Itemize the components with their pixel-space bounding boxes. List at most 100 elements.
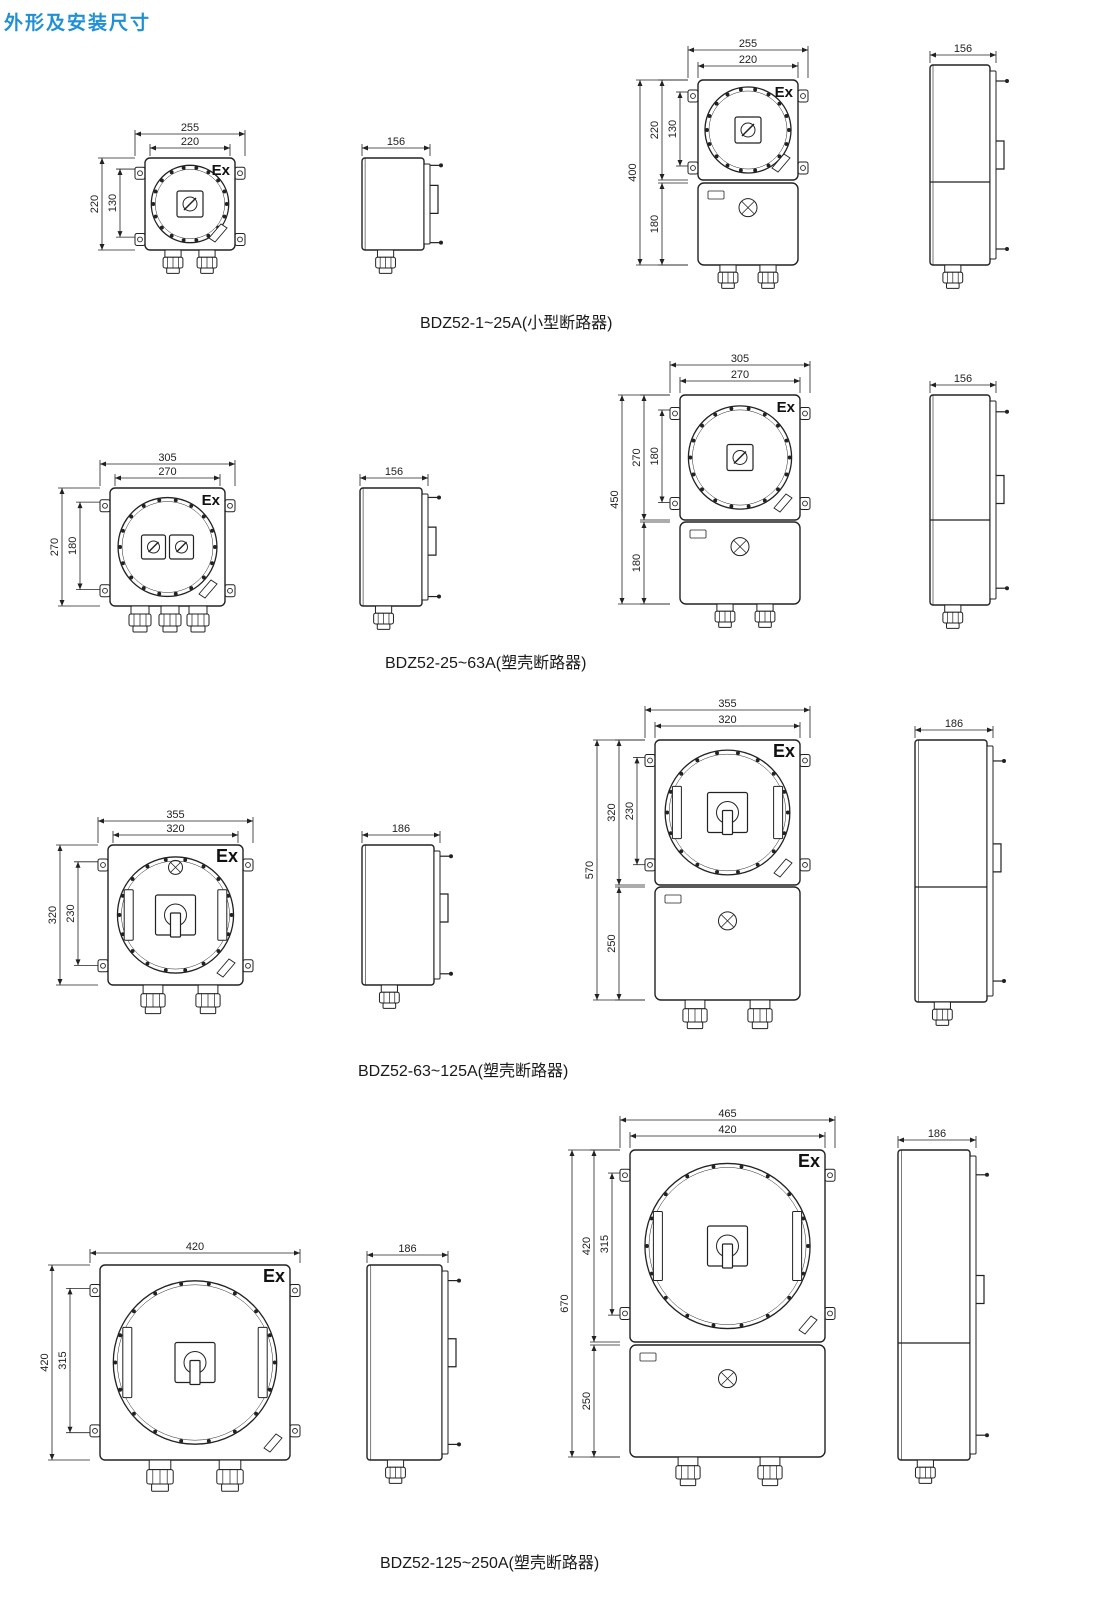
svg-text:355: 355 [166,809,184,821]
depth-dimension: 186 [361,823,441,843]
enclosure-side: 156 [361,136,443,274]
overall-height-dimension: 420 [39,1264,90,1461]
model-caption: BDZ52-25~63A(塑壳断路器) [385,654,586,672]
svg-text:186: 186 [928,1128,946,1140]
mounting-lug [242,858,254,872]
rotary-handle [168,534,195,560]
side-handle [993,843,1002,873]
upper-height-dimension: 320 [606,739,645,886]
upper-height-dimension: 270 [631,394,670,521]
hole-width-dimension: 270 [114,466,221,486]
svg-text:400: 400 [627,163,639,181]
cable-gland [942,264,964,289]
hole-height-dimension: 180 [67,501,100,590]
rotary-handle [734,116,762,144]
svg-text:186: 186 [398,1243,416,1255]
enclosure-front: Ex [99,487,236,633]
hole-width-dimension: 220 [697,54,799,78]
cable-gland [682,999,708,1030]
svg-text:156: 156 [387,136,405,148]
overall-width-dimension: 255 [687,38,809,78]
hole-height-dimension: 130 [667,91,688,167]
lower-height-dimension: 250 [581,1344,620,1458]
mounting-lug [289,1424,301,1438]
nameplate [771,153,791,173]
cable-gland [195,984,221,1015]
mounting-lug [797,89,809,103]
svg-text:130: 130 [667,120,679,138]
cable-gland [931,1001,953,1026]
svg-text:230: 230 [624,802,636,820]
svg-text:305: 305 [158,452,176,464]
svg-text:156: 156 [954,373,972,385]
side-handle [430,184,439,214]
cable-gland [378,984,400,1009]
svg-text:570: 570 [584,861,596,879]
mounting-lug [97,858,109,872]
nameplate [773,858,793,878]
svg-text:315: 315 [599,1235,611,1253]
svg-text:220: 220 [89,195,101,213]
cable-gland [717,264,739,289]
enclosure-side: 156 [359,466,441,630]
overall-width-dimension: 305 [669,353,811,393]
svg-text:270: 270 [49,538,61,556]
mounting-lug [824,1168,836,1182]
svg-text:Ex: Ex [777,399,796,416]
svg-text:420: 420 [718,1124,736,1136]
lower-box [697,182,799,289]
mounting-lug [797,161,809,175]
cable-gland [757,264,779,289]
svg-text:670: 670 [559,1294,571,1312]
hole-width-dimension: 270 [679,369,801,393]
cable-gland [714,603,736,628]
svg-text:Ex: Ex [775,84,794,101]
svg-text:156: 156 [385,466,403,478]
hole-width-dimension: 320 [112,823,239,843]
cable-gland [754,603,776,628]
hole-height-dimension: 230 [65,861,98,966]
svg-text:355: 355 [718,698,736,710]
svg-text:420: 420 [581,1237,593,1255]
hole-height-dimension: 315 [57,1288,90,1434]
svg-text:270: 270 [631,448,643,466]
depth-dimension: 156 [359,466,429,486]
mounting-lug [224,499,236,513]
svg-text:220: 220 [181,136,199,148]
side-handle [996,140,1005,170]
cable-gland [747,999,773,1030]
overall-width-dimension: 255 [134,122,246,156]
cable-gland [373,605,394,630]
side-handle [976,1274,985,1305]
cable-gland [216,1459,244,1492]
mounting-lug [644,858,656,872]
svg-text:130: 130 [107,194,119,212]
breaker-handle [174,1341,216,1386]
svg-text:320: 320 [166,823,184,835]
svg-text:220: 220 [739,54,757,66]
svg-text:Ex: Ex [212,162,231,179]
enclosure-front: Ex [644,739,811,886]
indicator-light [718,1369,737,1389]
mounting-lug [224,584,236,598]
overall-width-dimension: 355 [644,698,811,738]
svg-text:255: 255 [181,122,199,134]
svg-text:320: 320 [718,714,736,726]
svg-text:Ex: Ex [263,1266,285,1286]
cable-gland [942,604,964,629]
model-caption: BDZ52-1~25A(小型断路器) [420,314,613,332]
lower-box [654,886,801,1030]
mounting-lug [799,497,811,510]
enclosure-side: 186 [914,718,1007,1026]
upper-height-dimension: 420 [581,1149,620,1343]
overall-width-dimension: 465 [619,1108,836,1148]
enclosure-side: 156 [929,43,1010,289]
cable-gland [914,1459,936,1484]
overall-height-dimension: 320 [47,844,98,986]
mounting-lug [289,1284,301,1297]
